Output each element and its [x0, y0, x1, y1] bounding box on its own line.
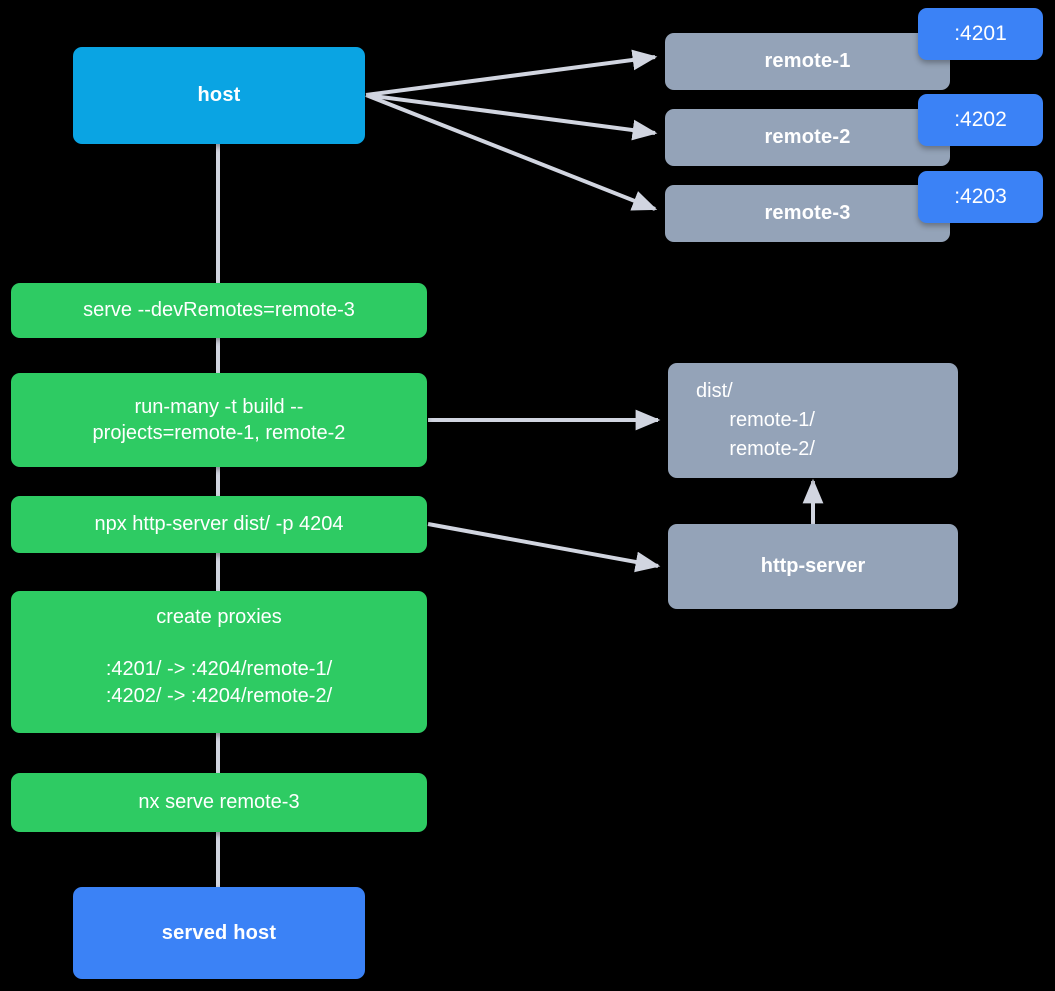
edge-host-to-remote-1 — [365, 49, 658, 97]
node-dist-output-label: dist/ remote-1/ remote-2/ — [696, 380, 815, 460]
node-remote-2[interactable]: remote-2 — [665, 109, 950, 166]
edge-host-to-remote-2 — [365, 93, 658, 141]
node-served-host[interactable]: served host — [73, 887, 365, 979]
node-dist-output[interactable]: dist/ remote-1/ remote-2/ — [668, 363, 958, 478]
node-host[interactable]: host — [73, 47, 365, 144]
node-http-server[interactable]: http-server — [668, 524, 958, 609]
node-remote-3[interactable]: remote-3 — [665, 185, 950, 242]
port-badge-remote-3-label: :4203 — [954, 185, 1007, 208]
edge-host-to-remote-3 — [365, 93, 658, 211]
node-command-nx-serve-remote-3-label: nx serve remote-3 — [138, 791, 300, 814]
node-command-create-proxies-rules: :4201/ -> :4204/remote-1/ :4202/ -> :420… — [105, 658, 333, 707]
port-badge-remote-1: :4201 — [918, 8, 1043, 60]
node-command-run-many-build[interactable]: run-many -t build -- projects=remote-1, … — [11, 373, 427, 467]
node-command-create-proxies[interactable]: create proxies :4201/ -> :4204/remote-1/… — [11, 591, 427, 733]
node-command-serve-dev-remotes-label: serve --devRemotes=remote-3 — [83, 299, 355, 322]
port-badge-remote-2-label: :4202 — [954, 108, 1007, 131]
node-command-npx-http-server[interactable]: npx http-server dist/ -p 4204 — [11, 496, 427, 553]
node-command-nx-serve-remote-3[interactable]: nx serve remote-3 — [11, 773, 427, 832]
node-remote-2-label: remote-2 — [764, 126, 851, 149]
port-badge-remote-2: :4202 — [918, 94, 1043, 146]
node-http-server-label: http-server — [760, 555, 866, 578]
node-remote-1[interactable]: remote-1 — [665, 33, 950, 90]
node-remote-3-label: remote-3 — [764, 202, 851, 225]
node-command-create-proxies-title: create proxies — [156, 606, 282, 628]
node-command-npx-http-server-label: npx http-server dist/ -p 4204 — [94, 513, 344, 536]
edge-npx-to-http-server — [427, 522, 661, 573]
node-remote-1-label: remote-1 — [764, 50, 851, 73]
port-badge-remote-1-label: :4201 — [954, 22, 1007, 45]
node-command-serve-dev-remotes[interactable]: serve --devRemotes=remote-3 — [11, 283, 427, 338]
node-served-host-label: served host — [161, 921, 277, 944]
port-badge-remote-3: :4203 — [918, 171, 1043, 223]
node-command-run-many-build-label: run-many -t build -- projects=remote-1, … — [92, 395, 346, 444]
node-host-label: host — [197, 84, 241, 107]
